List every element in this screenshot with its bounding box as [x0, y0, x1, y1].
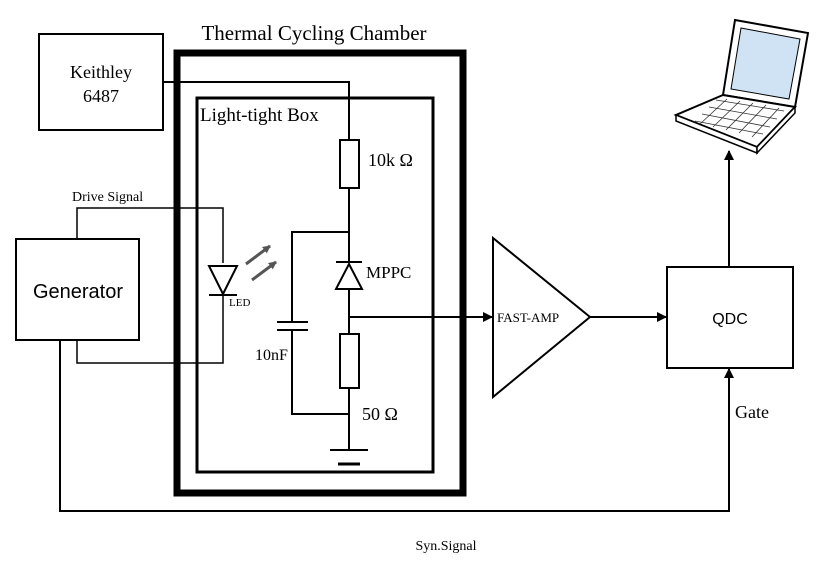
drive-signal-wire-top [76, 207, 224, 263]
light-box-title: Light-tight Box [200, 105, 319, 126]
qdc-box [666, 266, 794, 369]
fast-amp [492, 235, 592, 400]
qdc-label: QDC [712, 311, 748, 328]
resistor-50 [339, 333, 360, 389]
led-label: LED [229, 297, 250, 309]
generator-box [15, 238, 140, 341]
fast-amp-label: FAST-AMP [497, 310, 559, 325]
keithley-label-line2: 6487 [83, 86, 119, 106]
chamber-title: Thermal Cycling Chamber [201, 21, 426, 45]
syn-signal-wire [59, 340, 734, 512]
drive-signal-label: Drive Signal [72, 190, 143, 205]
resistor-50-label: 50 Ω [362, 404, 398, 424]
bias-wire [163, 81, 350, 140]
generator-label: Generator [33, 281, 123, 303]
light-tight-box [195, 96, 435, 474]
keithley-box [38, 33, 164, 131]
capacitor-wire-top [291, 231, 349, 322]
keithley-label-line1: Keithley [70, 62, 132, 82]
led-emission-arrow-2 [251, 260, 277, 282]
laptop-icon [673, 18, 810, 155]
capacitor-wire-bottom [291, 330, 349, 415]
gate-label: Gate [735, 402, 769, 422]
led-diode [207, 265, 239, 297]
thermal-chamber [173, 49, 467, 497]
led-emission-arrow-1 [245, 244, 271, 266]
capacitor-label: 10nF [255, 347, 288, 364]
resistor-10k-label: 10k Ω [368, 150, 413, 170]
syn-signal-label: Syn.Signal [415, 539, 476, 554]
mppc-label: MPPC [366, 263, 411, 282]
resistor-10k [339, 139, 360, 189]
drive-signal-wire-bottom [76, 295, 224, 364]
mppc-diode [334, 261, 364, 290]
